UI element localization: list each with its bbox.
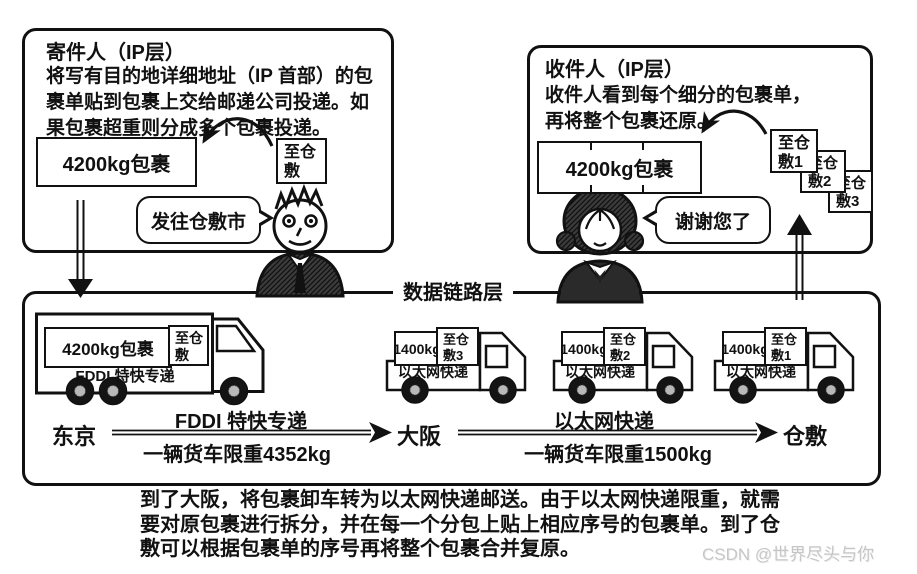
watermark: CSDN @世界尽头与你 [702,545,875,564]
sender-desc-line: 将写有目的地详细地址（IP 首部）的包 [46,66,373,87]
receiver-package-label: 4200kg包裹 [565,159,674,181]
caption-line: 敷可以根据包裹单的序号再将整个包裹合并复原。 [140,538,580,560]
truck-eth3-service: 以太网快递 [398,364,468,380]
sender-speech-bubble: 发往仓敷市 [136,196,274,244]
segment-tick [642,185,644,192]
caption: 到了大阪，将包裹卸车转为以太网快递邮送。由于以太网快递限重，就需 要对原包裹进行… [140,488,780,562]
receiver-desc-line: 收件人看到每个细分的包裹单， [545,85,812,106]
truck-eth1-tag: 至仓敷1 [764,327,807,366]
sender-desc-line: 果包裹超重则分成多个包裹投递。 [46,118,332,139]
sender-title: 寄件人（IP层） [46,42,185,64]
sender-description: 将写有目的地详细地址（IP 首部）的包 裹单贴到包裹上交给邮递公司投递。如 果包… [46,61,373,139]
city-kurashiki: 仓敷 [783,424,828,449]
sender-desc-line: 裹单贴到包裹上交给邮递公司投递。如 [46,92,370,113]
segment-tick [642,143,644,150]
segment-tick [590,185,592,192]
segment-tick [590,143,592,150]
caption-line: 到了大阪，将包裹卸车转为以太网快递邮送。由于以太网快递限重，就需 [140,489,780,511]
sender-address-tag: 至仓敷 [276,138,327,184]
receiver-description: 收件人看到每个细分的包裹单， 再将整个包裹还原。 [545,80,811,132]
data-link-layer-label: 数据链路层 [393,276,513,305]
sender-package-box: 4200kg包裹 [36,137,197,187]
receiver-address-tag-1: 至仓敷1 [770,129,818,173]
truck-eth2-service: 以太网快递 [565,364,635,380]
truck-eth2-tag: 至仓敷2 [603,327,646,366]
truck-eth1-package: 1400kg [721,331,769,366]
receiver-package-box: 4200kg包裹 [537,141,702,194]
truck-eth3-cargo: 1400kg 至仓敷3 [393,327,479,366]
truck-fddi-cargo: 4200kg包裹 至仓敷 [44,325,209,368]
truck-eth2-cargo: 1400kg 至仓敷2 [560,327,646,366]
city-tokyo: 东京 [52,424,97,449]
truck-eth3-package: 1400kg [393,331,441,366]
receiver-title: 收件人（IP层） [545,59,684,81]
receiver-speech-bubble: 谢谢您了 [642,196,771,244]
leg1-limit-label: 一辆货车限重4352kg [143,444,331,466]
truck-fddi-tag: 至仓敷 [168,325,209,366]
truck-eth2-package: 1400kg [560,331,608,366]
truck-fddi-package: 4200kg包裹 [44,327,172,368]
truck-fddi-service: FDDI 特快专递 [75,368,175,385]
truck-eth1-cargo: 1400kg 至仓敷1 [721,327,807,366]
leg2-limit-label: 一辆货车限重1500kg [524,444,712,466]
truck-eth3-tag: 至仓敷3 [436,327,479,366]
caption-line: 要对原包裹进行拆分，并在每一个分包上贴上相应序号的包裹单。到了仓 [140,513,780,536]
leg2-service-label: 以太网快递 [554,411,654,433]
truck-eth1-service: 以太网快递 [726,364,796,380]
city-osaka: 大阪 [397,424,442,449]
leg1-service-label: FDDI 特快专递 [174,411,308,433]
receiver-desc-line: 再将整个包裹还原。 [545,111,717,132]
